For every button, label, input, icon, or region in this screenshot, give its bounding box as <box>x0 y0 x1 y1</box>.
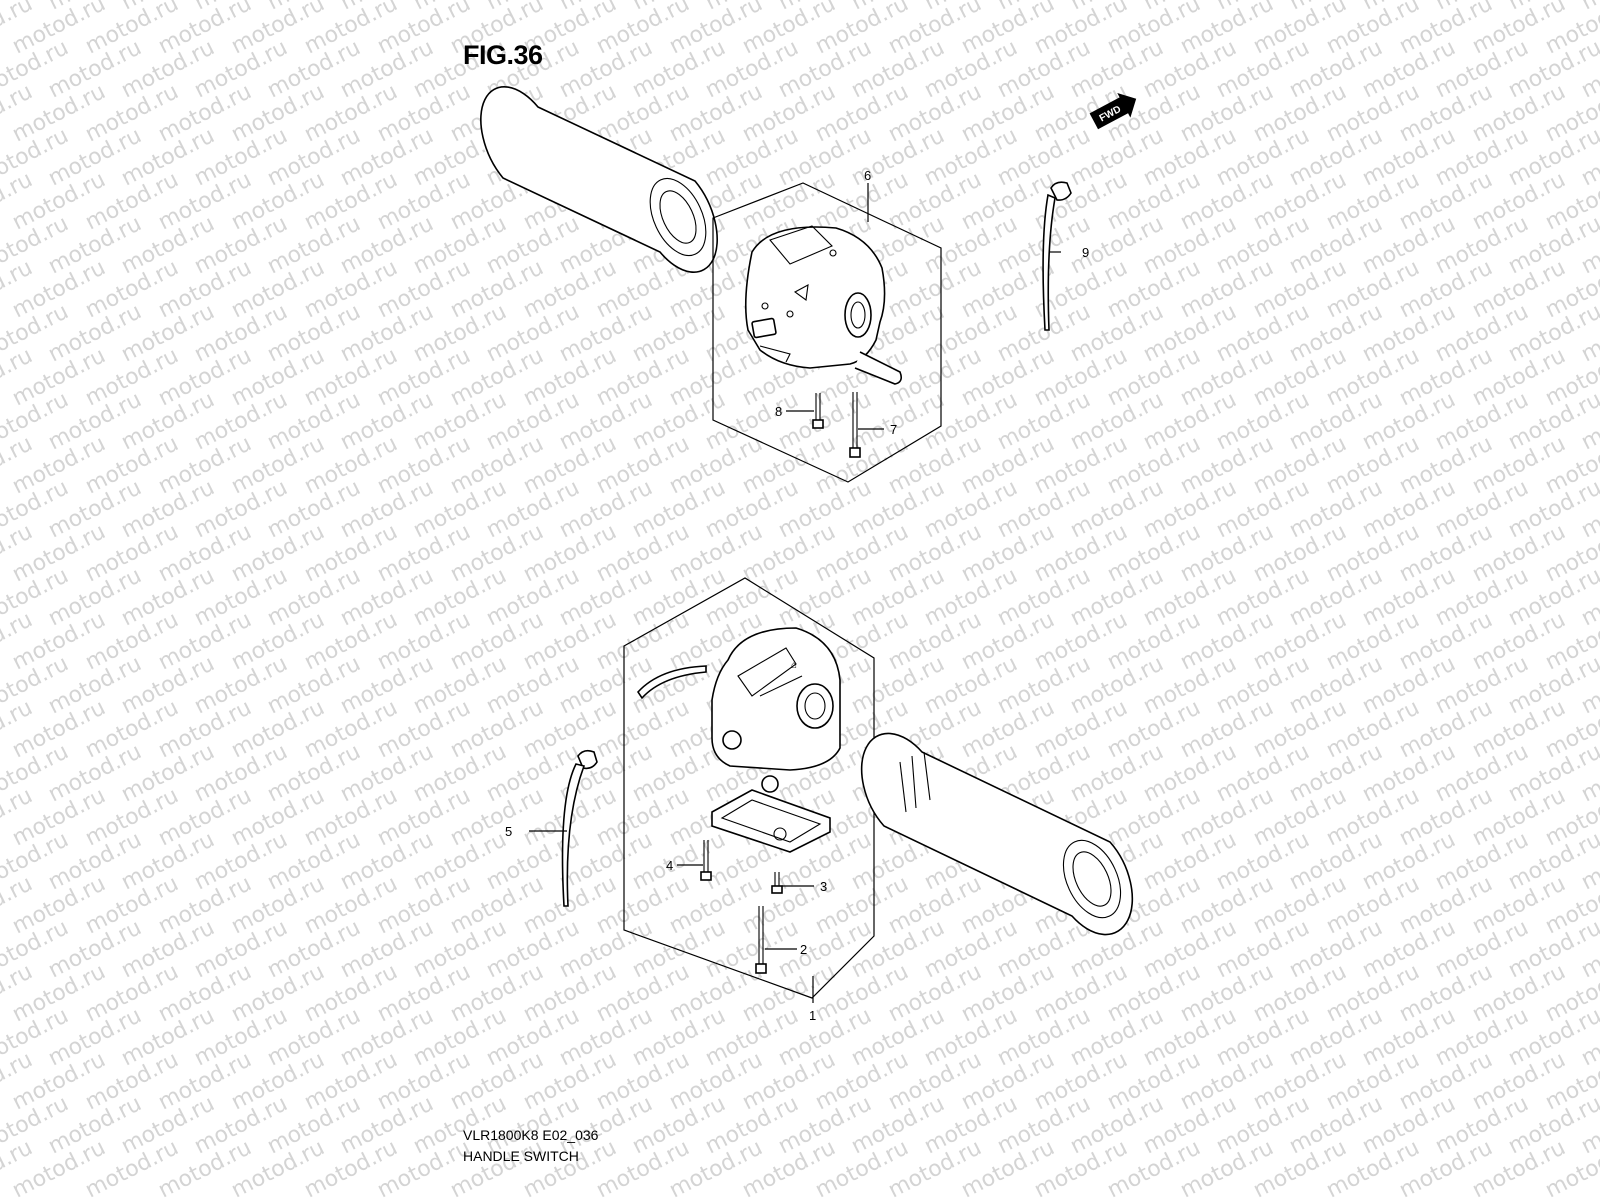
assembly-name: HANDLE SWITCH <box>463 1148 579 1164</box>
assembly-outline-upper <box>712 182 942 483</box>
cable-tie-upper <box>1042 181 1072 331</box>
callout-4: 4 <box>666 858 673 873</box>
callout-2: 2 <box>800 942 807 957</box>
screw-long-upper <box>849 392 861 458</box>
lower-switch-wire <box>636 665 707 700</box>
right-throttle-grip <box>860 732 1134 936</box>
callout-leaders <box>529 183 1061 1003</box>
screw-short-upper <box>812 393 824 429</box>
cable-tie-lower <box>561 749 598 907</box>
left-handle-switch-housing: ⌂ <box>711 627 841 771</box>
right-handle-switch-housing <box>744 225 902 385</box>
callout-1: 1 <box>809 1008 816 1023</box>
screw-item-2 <box>755 906 767 974</box>
callout-5: 5 <box>505 824 512 839</box>
callout-8: 8 <box>775 404 782 419</box>
left-handlebar-grip <box>480 86 718 273</box>
fwd-arrow-icon: FWD <box>1089 92 1137 130</box>
callout-3: 3 <box>820 879 827 894</box>
callout-9: 9 <box>1082 245 1089 260</box>
callout-7: 7 <box>890 422 897 437</box>
figure-title: FIG.36 <box>463 40 543 70</box>
horn-symbol: ⌂ <box>791 660 797 671</box>
switch-base-plate <box>711 775 831 853</box>
screw-item-4 <box>700 840 712 881</box>
callout-6: 6 <box>864 168 871 183</box>
screw-item-3 <box>771 872 783 894</box>
assembly-outline-lower <box>623 577 875 999</box>
model-code: VLR1800K8 E02_036 <box>463 1127 599 1143</box>
